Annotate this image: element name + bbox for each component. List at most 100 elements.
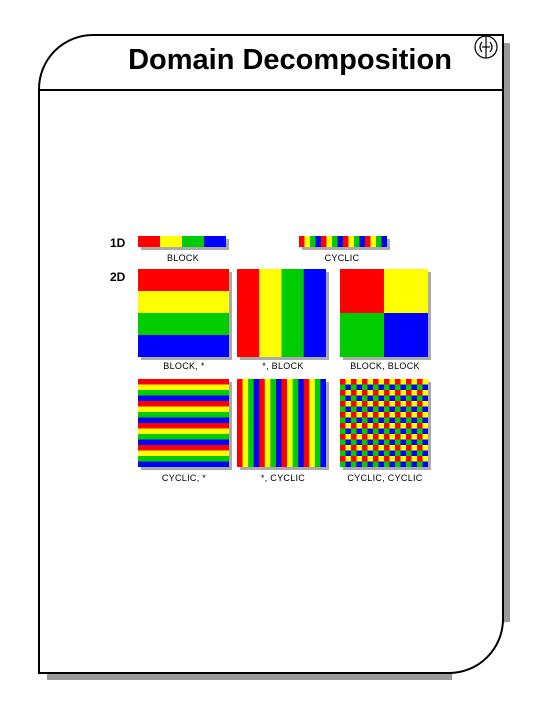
cell	[417, 346, 424, 353]
cell	[345, 395, 352, 402]
cell	[351, 291, 358, 298]
cell	[149, 236, 156, 247]
cell	[389, 340, 396, 347]
cell	[373, 280, 380, 287]
cell	[345, 296, 352, 303]
cell	[321, 236, 328, 247]
cell	[395, 285, 402, 292]
cell	[406, 417, 413, 424]
cell	[351, 335, 358, 342]
cell	[406, 302, 413, 309]
cell	[378, 269, 385, 276]
cell	[378, 285, 385, 292]
cell	[378, 450, 385, 457]
cell	[138, 307, 229, 314]
cell	[304, 236, 311, 247]
cell	[356, 340, 363, 347]
cell	[298, 269, 305, 357]
cell	[395, 269, 402, 276]
cell	[417, 335, 424, 342]
cell	[373, 417, 380, 424]
cell	[345, 401, 352, 408]
cell	[138, 439, 229, 446]
cell	[417, 461, 424, 467]
cell	[378, 274, 385, 281]
t-block-star-graphic	[138, 269, 229, 357]
cell	[395, 461, 402, 467]
cell	[367, 274, 374, 281]
caption-block-star: BLOCK, *	[163, 361, 205, 371]
cell	[422, 269, 428, 276]
tile-cyclic-cyclic	[340, 379, 428, 467]
cell	[389, 428, 396, 435]
cell	[138, 434, 229, 441]
cell	[417, 313, 424, 320]
cell	[395, 379, 402, 386]
cell	[367, 307, 374, 314]
cell	[138, 401, 229, 408]
cell	[378, 324, 385, 331]
cell	[362, 324, 369, 331]
cell	[362, 456, 369, 463]
cell	[422, 340, 428, 347]
cell	[389, 335, 396, 342]
cell	[411, 456, 418, 463]
cell	[411, 302, 418, 309]
cell	[411, 461, 418, 467]
cell	[417, 274, 424, 281]
cell	[220, 236, 226, 247]
cell	[395, 318, 402, 325]
caption-1d-cyclic: CYCLIC	[324, 253, 360, 263]
cell	[422, 395, 428, 402]
cell	[417, 417, 424, 424]
cell	[367, 379, 374, 386]
page-title: Domain Decomposition	[128, 44, 452, 76]
cell	[422, 318, 428, 325]
cell	[340, 412, 347, 419]
cell	[356, 384, 363, 391]
cell	[138, 324, 229, 331]
cell	[378, 340, 385, 347]
cell	[340, 439, 347, 446]
cell	[362, 461, 369, 467]
cell	[422, 335, 428, 342]
cell	[406, 423, 413, 430]
cell	[389, 379, 396, 386]
cell	[411, 274, 418, 281]
caption-block-block: BLOCK, BLOCK	[350, 361, 420, 371]
cell	[345, 445, 352, 452]
cell	[356, 351, 363, 357]
cell	[345, 285, 352, 292]
cell	[395, 390, 402, 397]
cell	[395, 340, 402, 347]
cell	[422, 324, 428, 331]
cell	[362, 351, 369, 357]
cell	[362, 346, 369, 353]
cell	[242, 269, 249, 357]
cell	[378, 412, 385, 419]
cell	[417, 423, 424, 430]
cell	[356, 461, 363, 467]
cell	[356, 434, 363, 441]
cell	[389, 456, 396, 463]
cell	[138, 335, 229, 342]
cell	[351, 450, 358, 457]
cell	[345, 269, 352, 276]
cell	[345, 291, 352, 298]
cell	[351, 428, 358, 435]
cell	[340, 450, 347, 457]
cell	[373, 274, 380, 281]
cell	[303, 269, 310, 357]
cell	[389, 384, 396, 391]
cell	[373, 423, 380, 430]
cell	[367, 445, 374, 452]
cell	[138, 412, 229, 419]
cell	[367, 456, 374, 463]
cell	[411, 318, 418, 325]
cell	[417, 379, 424, 386]
cell	[356, 296, 363, 303]
cell	[340, 324, 347, 331]
cell	[395, 280, 402, 287]
cell	[373, 324, 380, 331]
cell	[351, 456, 358, 463]
